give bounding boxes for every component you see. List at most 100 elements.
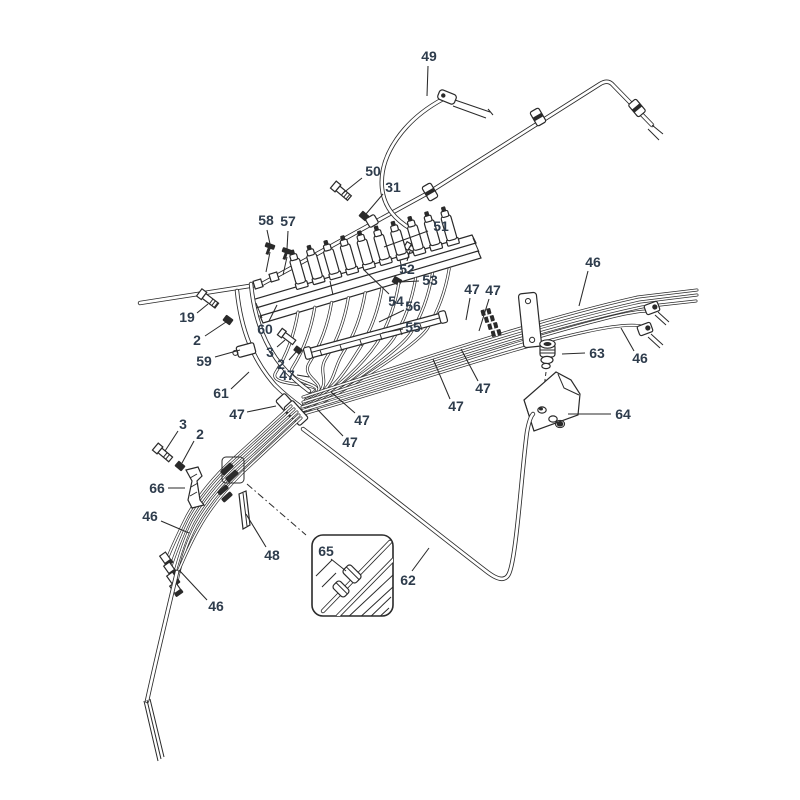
quick-coupler <box>390 220 410 262</box>
bundle-wrap <box>221 491 233 503</box>
bundle-wrap <box>217 484 229 496</box>
callout-59: 59 <box>196 353 212 369</box>
clamp-59 <box>232 342 257 358</box>
leader-line-47 <box>330 391 356 414</box>
fitting-57 <box>281 247 293 276</box>
callout-53: 53 <box>422 272 438 288</box>
callout-2: 2 <box>277 356 285 372</box>
callout-57: 57 <box>280 213 296 229</box>
callout-58: 58 <box>258 212 274 228</box>
leader-line-46 <box>178 569 208 601</box>
callout-46: 46 <box>142 508 158 524</box>
leader-line-55 <box>381 328 404 334</box>
callout-56: 56 <box>405 298 421 314</box>
callout-46: 46 <box>585 254 601 270</box>
bundle-clip <box>484 315 495 323</box>
quick-coupler <box>289 249 309 290</box>
leader-line-52 <box>406 250 411 262</box>
hose-62 <box>300 411 536 582</box>
callout-64: 64 <box>615 406 631 422</box>
callout-63: 63 <box>589 345 605 361</box>
bar-55 <box>302 310 449 360</box>
leader-line-58 <box>266 229 271 245</box>
leader-line-46 <box>578 270 589 307</box>
leader-line-47 <box>316 408 344 437</box>
callout-62: 62 <box>400 572 416 588</box>
quick-coupler <box>356 230 376 271</box>
grommet-63 <box>539 339 556 397</box>
tube-clamp-31 <box>365 214 379 228</box>
leader-line-57 <box>286 230 289 250</box>
callout-61: 61 <box>213 385 229 401</box>
callout-50: 50 <box>365 163 381 179</box>
fitting-58 <box>264 242 276 273</box>
leader-line-54 <box>363 269 390 295</box>
elbow-fitting-46 <box>636 321 664 349</box>
callout-47: 47 <box>229 406 245 422</box>
leader-line-31 <box>365 193 384 215</box>
bolt-19 <box>195 287 220 309</box>
leader-line-62 <box>411 547 430 572</box>
bottom-tube <box>143 569 180 762</box>
quick-coupler <box>306 244 326 286</box>
leader-line-47 <box>460 348 479 382</box>
detail-source-box <box>221 456 245 484</box>
callout-47: 47 <box>464 281 480 297</box>
callout-49: 49 <box>421 48 437 64</box>
nut-2 <box>222 314 234 326</box>
nut-2 <box>174 460 186 472</box>
callout-46: 46 <box>632 350 648 366</box>
leader-line-46 <box>620 327 635 352</box>
callout-2: 2 <box>193 332 201 348</box>
quick-coupler <box>322 239 343 281</box>
callout-47: 47 <box>475 380 491 396</box>
quick-coupler <box>373 225 393 266</box>
callout-47: 47 <box>448 398 464 414</box>
manifold-body-54 <box>259 250 482 324</box>
leader-line-65 <box>330 558 347 572</box>
tube-clip <box>628 98 646 118</box>
top-tube <box>137 79 664 306</box>
leader-line-53 <box>399 280 420 283</box>
tube-clip <box>529 107 547 127</box>
quick-coupler <box>423 211 444 252</box>
leader-line-47 <box>478 298 490 332</box>
callout-54: 54 <box>388 293 404 309</box>
callout-47: 47 <box>354 412 370 428</box>
leader-line-56 <box>378 309 405 323</box>
callout-52: 52 <box>399 261 415 277</box>
leader-line-19 <box>196 303 209 314</box>
callout-31: 31 <box>385 179 401 195</box>
callout-55: 55 <box>405 319 421 335</box>
callout-48: 48 <box>264 547 280 563</box>
callout-51: 51 <box>433 218 449 234</box>
detail-reference-line <box>246 483 307 536</box>
bracket-64 <box>523 371 581 432</box>
leader-line-47 <box>465 297 471 321</box>
bundle-clip <box>487 322 499 330</box>
coupler-row <box>289 206 460 290</box>
hose-49 <box>379 89 494 232</box>
strap-48 <box>238 490 251 530</box>
leader-line-61 <box>230 371 250 390</box>
leader-line-3 <box>164 430 179 452</box>
leader-line-51 <box>383 230 429 248</box>
callout-46: 46 <box>208 598 224 614</box>
bundle-clip <box>490 329 502 337</box>
callout-47: 47 <box>485 282 501 298</box>
quick-coupler <box>440 206 460 247</box>
leader-line-2 <box>288 350 298 361</box>
leader-line-49 <box>426 65 429 97</box>
tube-clip <box>421 182 439 202</box>
bundle-clips <box>480 308 502 337</box>
callout-3: 3 <box>179 416 187 432</box>
quick-coupler <box>406 215 427 257</box>
callout-19: 19 <box>179 309 195 325</box>
callout-47: 47 <box>279 367 295 383</box>
leader-line-63 <box>561 352 586 355</box>
bracket-66 <box>185 466 206 509</box>
callout-2: 2 <box>196 426 204 442</box>
